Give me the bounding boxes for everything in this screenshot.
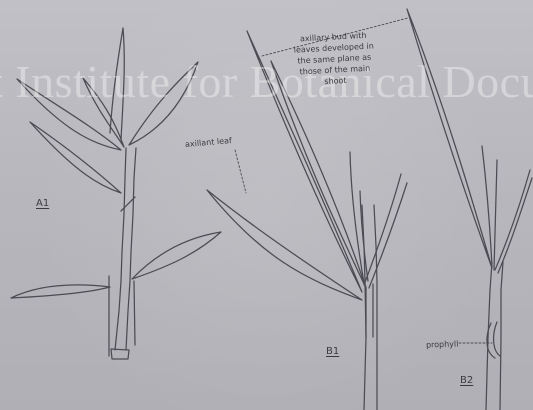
axillant-leaf-leader — [235, 150, 246, 193]
a1-lower-sheath-2 — [134, 281, 135, 345]
panel-label-b2: B2 — [460, 375, 473, 387]
panel-label-b1: B1 — [326, 346, 339, 358]
axillary-bud-note: axillary bud with leaves developed in th… — [268, 28, 401, 90]
a1-right-blade — [129, 62, 198, 145]
a1-main-stem — [115, 148, 126, 350]
b2-right-blade-1 — [495, 170, 530, 270]
a1-right-lower-leaf — [132, 232, 221, 279]
b2-right-blade-2 — [498, 178, 532, 273]
a1-top-blade — [110, 28, 124, 140]
specimen-a1 — [11, 28, 221, 359]
b1-right-blade-2 — [369, 183, 407, 288]
b2-tall-blade — [407, 9, 492, 268]
a1-upper-left-leaf-2 — [17, 79, 121, 150]
b2-mid-blade-right — [494, 160, 497, 270]
b1-right-blade-1 — [364, 174, 401, 285]
a1-left-lower-leaf — [11, 285, 110, 298]
b2-prophyll-sheath-inner — [494, 322, 500, 356]
b1-long-blade-right — [271, 61, 366, 288]
b1-main-stem-right — [374, 205, 377, 410]
prophyll-label: prophyll — [426, 339, 459, 350]
panel-label-a1: A1 — [36, 198, 49, 210]
b2-main-stem-right — [500, 262, 503, 410]
a1-upper-left-leaf-1 — [30, 122, 121, 193]
